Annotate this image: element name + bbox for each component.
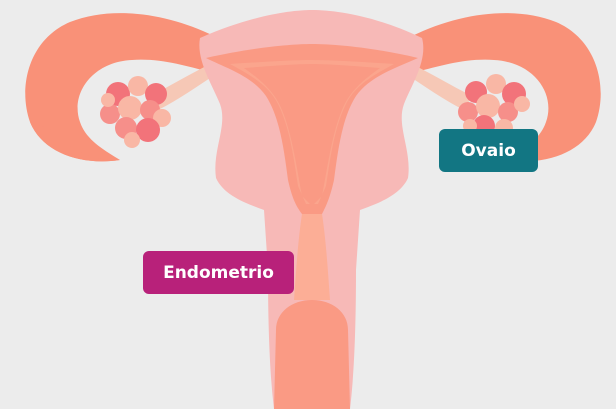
right-ovary	[458, 74, 530, 137]
ovaio-label: Ovaio	[439, 129, 538, 172]
endometrio-label: Endometrio	[143, 251, 294, 294]
vaginal-canal	[274, 300, 350, 409]
left-ovary	[100, 76, 171, 148]
